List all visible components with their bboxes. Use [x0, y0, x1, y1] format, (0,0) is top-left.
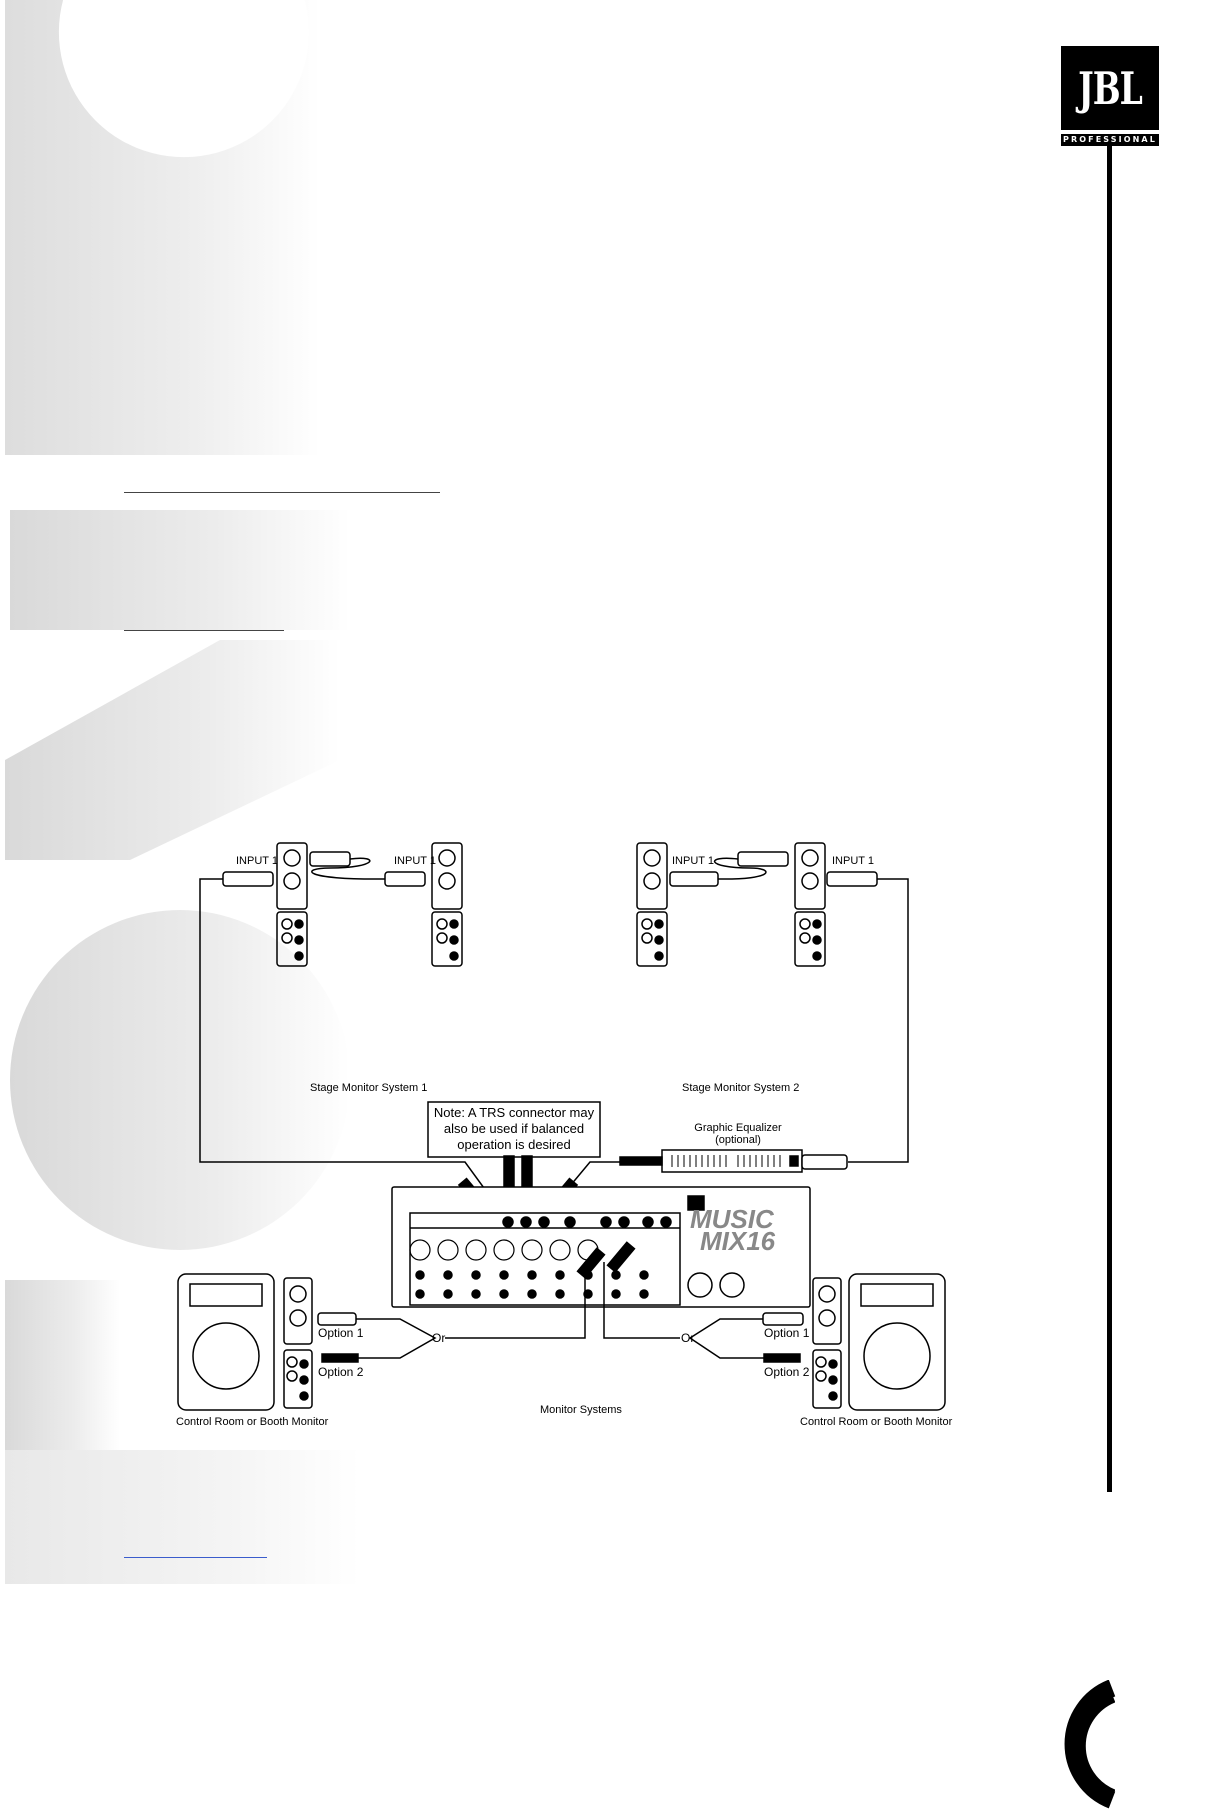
note-line: also be used if balanced: [444, 1121, 584, 1136]
speaker-input-panel: [794, 842, 826, 967]
manual-page: JBL PROFESSIONAL: [5, 0, 1159, 1809]
input-label: INPUT 1: [394, 855, 436, 867]
speaker-input-panel: [276, 842, 308, 967]
or-label: Or: [432, 1331, 445, 1345]
mixer: [391, 1186, 811, 1308]
booth-monitor: [812, 1273, 946, 1411]
eq-label: Graphic Equalizer: [694, 1122, 782, 1134]
booth-label: Control Room or Booth Monitor: [176, 1416, 329, 1428]
input-label: INPUT 1: [672, 855, 714, 867]
option-label: Option 2: [764, 1365, 810, 1379]
mixer-logo-line: MIX16: [700, 1226, 776, 1256]
note-line: Note: A TRS connector may: [434, 1105, 595, 1120]
corner-c-shape: [1067, 1686, 1115, 1807]
logo-wordmark: JBL: [1078, 61, 1143, 115]
group-label: Stage Monitor System 1: [310, 1082, 427, 1094]
option-label: Option 2: [318, 1365, 364, 1379]
note-line: operation is desired: [457, 1137, 570, 1152]
background-watermark: [5, 0, 360, 1584]
option-label: Option 1: [764, 1326, 810, 1340]
heading-rule-2: [124, 630, 284, 631]
speaker-input-panel: [431, 842, 463, 967]
mixer-logo-line: MUSIC: [690, 1204, 775, 1234]
footer-link-rule: [124, 1557, 267, 1558]
input-label: INPUT 1: [236, 855, 278, 867]
speaker-input-panel: [636, 842, 668, 967]
connection-diagram: INPUT 1 INPUT 1 INPUT 1 INPUT 1 Stage Mo…: [176, 842, 953, 1428]
or-label: Or: [681, 1331, 694, 1345]
heading-rule-1: [124, 492, 440, 493]
booth-label: Control Room or Booth Monitor: [800, 1416, 953, 1428]
logo-tagline: PROFESSIONAL: [1061, 134, 1159, 146]
jbl-logo: JBL: [1061, 46, 1159, 130]
input-label: INPUT 1: [832, 855, 874, 867]
group-label: Stage Monitor System 2: [682, 1082, 799, 1094]
monitor-systems-label: Monitor Systems: [540, 1404, 622, 1416]
eq-label: (optional): [715, 1134, 761, 1146]
booth-monitor: [177, 1273, 313, 1411]
option-label: Option 1: [318, 1326, 364, 1340]
page-vertical-rule: [1107, 146, 1112, 1492]
